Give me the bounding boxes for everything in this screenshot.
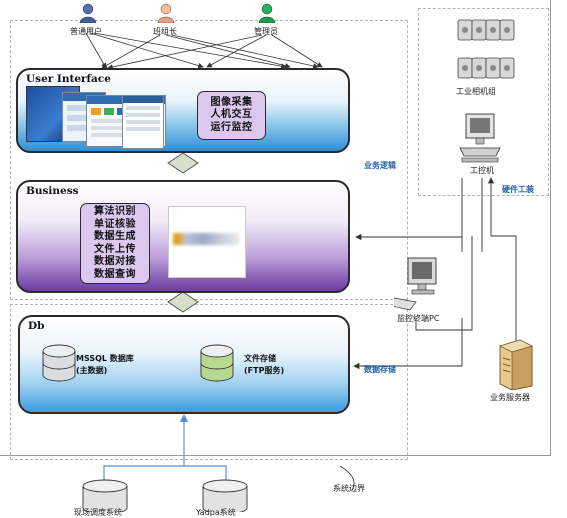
business-layer-title: Business (26, 185, 79, 197)
data-storage-label: 数据存储 (364, 365, 396, 374)
blurred-image (168, 206, 246, 278)
user-label-ordinary: 普通用户 (70, 27, 102, 36)
server-label: 业务服务器 (490, 393, 530, 402)
external-system-label: 现场调度系统 (74, 508, 122, 517)
file-storage-label: 文件存储 (FTP服务) (244, 353, 284, 377)
business-layer: Business 算法识别 单证核验 数据生成 文件上传 数据对接 数据查询 (16, 180, 350, 293)
server-icon (499, 339, 533, 390)
camera-group-icon (457, 19, 515, 79)
external-system-icon (82, 479, 128, 512)
industrial-pc-label: 工控机 (470, 166, 494, 175)
hardware-label: 硬件工装 (502, 185, 534, 194)
interface-screenshot (122, 95, 164, 149)
business-function-box: 算法识别 单证核验 数据生成 文件上传 数据对接 数据查询 (80, 203, 150, 284)
user-icon (157, 3, 175, 23)
ui-function-box: 图像采集 人机交互 运行监控 (197, 91, 266, 140)
system-boundary-frame (0, 0, 551, 456)
mssql-note: (主数据) (76, 366, 108, 375)
monitor-pc-label: 监控终端PC (397, 314, 440, 323)
data-boundary (10, 304, 408, 460)
external-system-label: Yadpa系统 (196, 508, 236, 517)
db-layer: Db MSSQL 数据库 (主数据) 文件存储 (FTP服务) (18, 315, 350, 414)
function-label: 单证核验 (94, 218, 136, 230)
system-boundary-label: 系统边界 (333, 484, 365, 493)
user-icon (79, 3, 97, 23)
mssql-name: MSSQL 数据库 (76, 354, 134, 363)
db-layer-title: Db (28, 320, 45, 332)
external-system-icon (202, 479, 248, 512)
database-icon (42, 344, 76, 382)
function-label: 数据对接 (94, 256, 136, 267)
monitor-pc-icon (394, 257, 437, 311)
mssql-label: MSSQL 数据库 (主数据) (76, 353, 134, 377)
function-label: 数据生成 (94, 231, 136, 242)
function-label: 数据查询 (94, 268, 136, 280)
ui-layer-title: User Interface (26, 73, 111, 85)
camera-group-label: 工业相机组 (456, 87, 496, 96)
hardware-boundary (418, 8, 549, 196)
function-label: 人机交互 (210, 109, 253, 121)
function-label: 文件上传 (94, 243, 136, 255)
function-label: 算法识别 (94, 206, 136, 217)
user-icon (258, 3, 276, 23)
function-label: 图像采集 (210, 96, 253, 108)
business-logic-label: 业务逻辑 (364, 161, 396, 170)
ui-layer: User Interface 图像采集 人机交互 运行监控 (16, 68, 350, 153)
file-storage-name: 文件存储 (244, 354, 276, 363)
function-label: 运行监控 (210, 121, 253, 133)
application-boundary (10, 20, 408, 300)
user-label-team-lead: 班组长 (153, 27, 177, 36)
file-storage-note: (FTP服务) (244, 366, 285, 375)
file-storage-icon (200, 344, 234, 382)
industrial-pc-icon (459, 113, 501, 163)
user-label-admin: 管理员 (254, 27, 278, 36)
